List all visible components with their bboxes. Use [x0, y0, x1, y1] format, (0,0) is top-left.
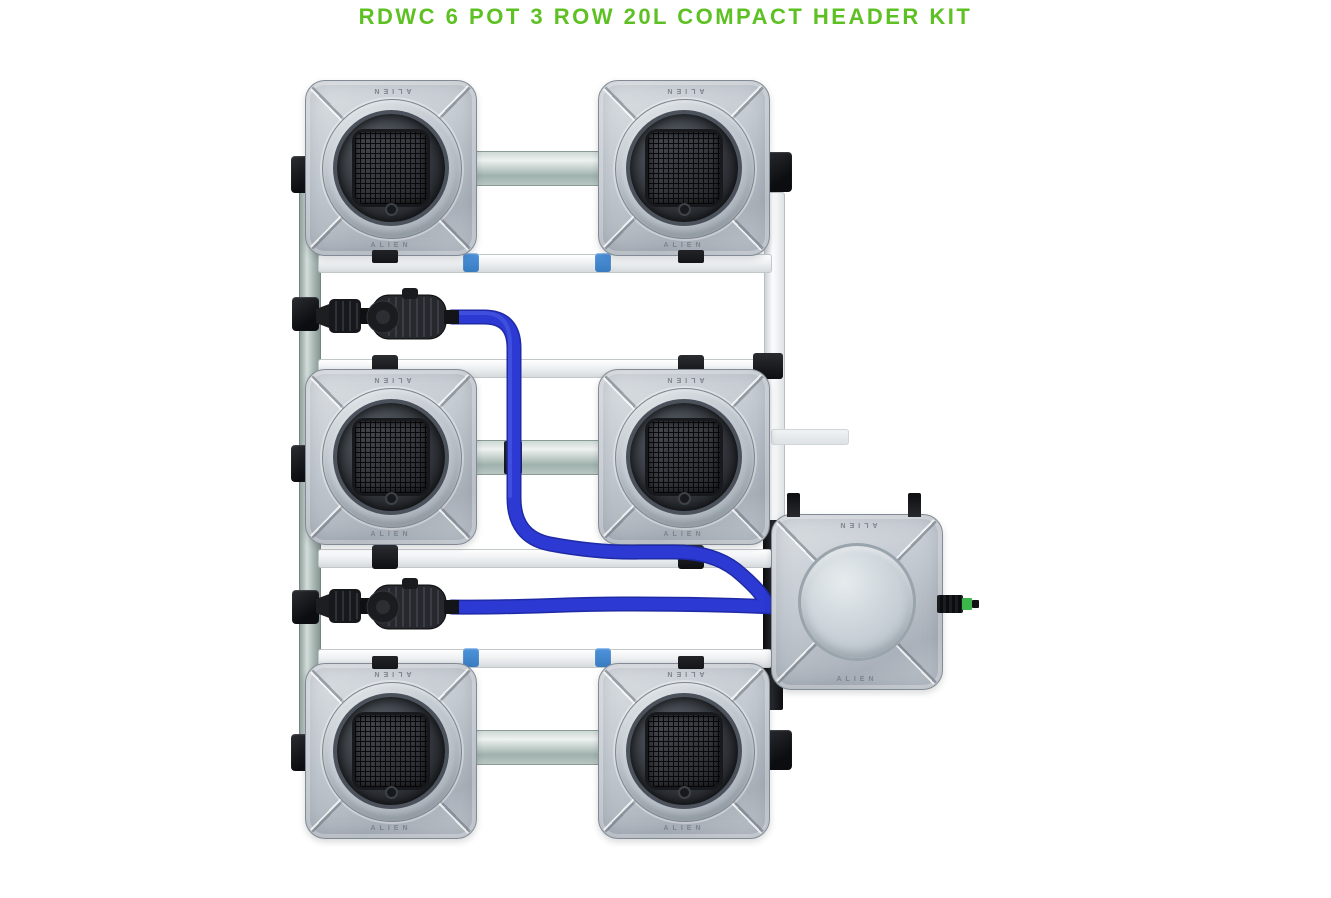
- pot-brand-label: ALIEN: [370, 242, 412, 249]
- pot-plug: [680, 205, 689, 214]
- pot-plug: [680, 494, 689, 503]
- header-top-port: [787, 493, 800, 517]
- pot-brand-label: ALIEN: [663, 531, 705, 538]
- pot-outlet-clamp: [678, 250, 704, 263]
- grow-pot-1: ALIEN ALIEN: [305, 80, 477, 256]
- pump-outlet-barb: [444, 310, 459, 324]
- pipe-collar-black: [678, 545, 704, 569]
- pump-top-port: [402, 288, 418, 299]
- pump2-tee-fitting: [292, 590, 319, 624]
- grow-pot-2: ALIEN ALIEN: [598, 80, 770, 256]
- pot-brand-label: ALIEN: [370, 87, 412, 94]
- pot-mesh-grid: [355, 132, 427, 204]
- pot-inlet-clamp: [372, 656, 398, 669]
- inline-pump-1: [316, 288, 459, 340]
- inline-pump-2: [316, 578, 459, 630]
- pipe-collar-blue: [463, 648, 479, 667]
- pump-outlet-barb: [444, 600, 459, 614]
- header-tank: ALIEN ALIEN: [771, 493, 979, 690]
- pipe-collar-blue: [595, 648, 611, 667]
- header-top-port: [908, 493, 921, 517]
- pot-plug: [387, 205, 396, 214]
- pot-brand-label: ALIEN: [663, 376, 705, 383]
- header-tank-access-lid: [798, 543, 916, 661]
- hose-saddle-clamp: [504, 441, 522, 474]
- grow-pot-6: ALIEN ALIEN: [598, 663, 770, 839]
- elbow-ribs: [335, 591, 358, 621]
- header-brand-label: ALIEN: [836, 676, 878, 683]
- pump-end-cap-center: [376, 310, 390, 324]
- valve-green-band: [962, 598, 972, 610]
- pot-mesh-grid: [355, 421, 427, 493]
- pipe-collar-blue: [595, 253, 611, 272]
- valve-body: [937, 595, 963, 613]
- pump-end-cap-center: [376, 600, 390, 614]
- pot-brand-label: ALIEN: [663, 242, 705, 249]
- pot-plug: [387, 494, 396, 503]
- pot-brand-label: ALIEN: [370, 531, 412, 538]
- pot-brand-label: ALIEN: [370, 825, 412, 832]
- pot-mesh-grid: [648, 132, 720, 204]
- valve-tip: [972, 600, 979, 608]
- pot-brand-label: ALIEN: [370, 670, 412, 677]
- pot-outlet-clamp: [372, 250, 398, 263]
- kit-title: RDWC 6 POT 3 ROW 20L COMPACT HEADER KIT: [358, 4, 973, 29]
- pot-plug: [387, 788, 396, 797]
- delivery-hose-2-outline: [444, 596, 780, 615]
- pump-top-port: [402, 578, 418, 589]
- return-pipe-a: [318, 254, 772, 273]
- grow-pot-4: ALIEN ALIEN: [598, 369, 770, 545]
- pot-mesh-grid: [355, 715, 427, 787]
- pot-brand-label: ALIEN: [663, 825, 705, 832]
- delivery-hose-2: [446, 597, 778, 614]
- pot-mesh-grid: [648, 715, 720, 787]
- pot-brand-label: ALIEN: [663, 87, 705, 94]
- pipe-collar-black: [372, 545, 398, 569]
- pot-brand-label: ALIEN: [370, 376, 412, 383]
- grow-pot-3: ALIEN ALIEN: [305, 369, 477, 545]
- pot-inlet-clamp: [678, 656, 704, 669]
- header-drain-valve: [937, 592, 985, 616]
- pump-pipe-connector: [316, 593, 332, 619]
- pipe-collar-blue: [463, 253, 479, 272]
- header-brand-label: ALIEN: [836, 521, 878, 528]
- elbow-ribs: [335, 301, 358, 331]
- grow-pot-5: ALIEN ALIEN: [305, 663, 477, 839]
- pot-brand-label: ALIEN: [663, 670, 705, 677]
- pot-mesh-grid: [648, 421, 720, 493]
- pump-pipe-connector: [316, 303, 332, 329]
- right-stub-pipe: [771, 429, 849, 445]
- pump1-tee-fitting: [292, 297, 319, 331]
- pot-plug: [680, 788, 689, 797]
